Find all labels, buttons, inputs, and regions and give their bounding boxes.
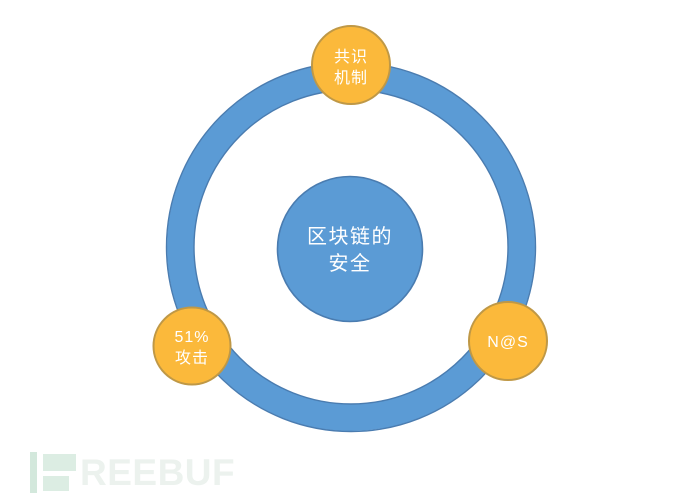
node-consensus-circle — [311, 25, 391, 105]
freebuf-logo-f-icon — [43, 454, 76, 491]
center-node-label-line2: 安全 — [329, 252, 372, 275]
freebuf-watermark-text: REEBUF — [80, 452, 236, 493]
node-nothing-at-stake: N@S — [468, 301, 548, 381]
freebuf-watermark: REEBUF — [30, 452, 235, 493]
node-consensus-label-line2: 机制 — [334, 69, 368, 87]
center-node-label-line1: 区块链的 — [307, 225, 393, 248]
center-node: 区块链的 安全 — [276, 175, 424, 323]
node-51-attack-label-line2: 攻击 — [175, 349, 209, 367]
node-51-attack-circle — [152, 306, 232, 386]
node-consensus-mechanism: 共识 机制 — [311, 25, 391, 105]
node-51-attack-label-line1: 51% — [174, 329, 209, 346]
node-consensus-label-line1: 共识 — [334, 48, 368, 66]
node-51-percent-attack: 51% 攻击 — [152, 306, 232, 386]
freebuf-logo-bar — [30, 452, 37, 493]
node-nas-label: N@S — [487, 334, 528, 351]
node-nas-circle — [468, 301, 548, 381]
center-node-circle — [276, 175, 424, 323]
